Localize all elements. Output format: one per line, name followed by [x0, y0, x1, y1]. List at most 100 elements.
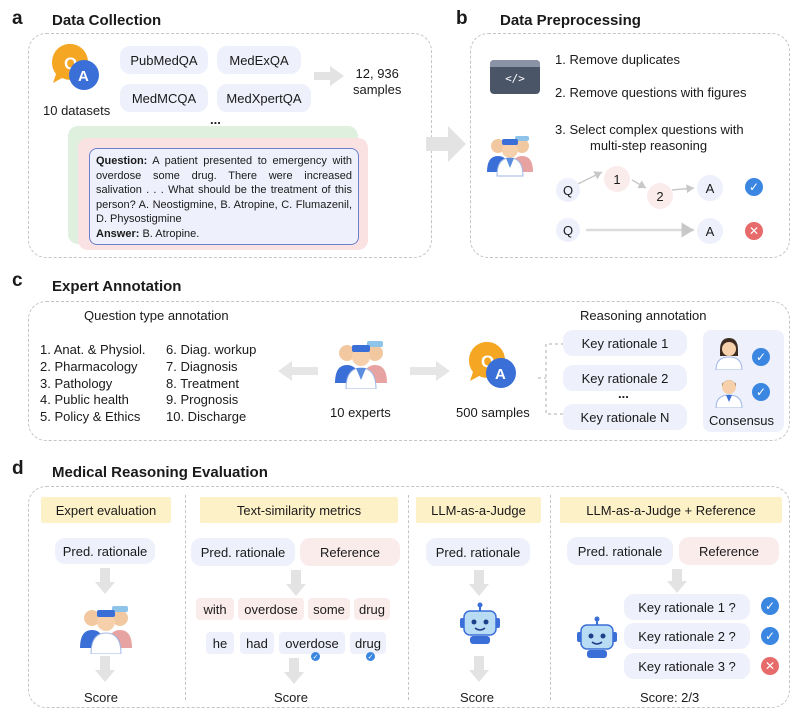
code-window-icon: </> — [490, 60, 540, 94]
down-arrow — [667, 569, 687, 593]
match-check-icon: ✓ — [366, 652, 375, 661]
dataset-pubmedqa: PubMedQA — [120, 46, 208, 74]
path-node-q: Q — [556, 178, 580, 202]
panel-title-a: Data Collection — [52, 12, 162, 29]
expert-annotation-panel — [28, 301, 790, 441]
textsim-score: Score — [274, 690, 308, 705]
judgeref-pred-rationale: Pred. rationale — [567, 537, 673, 565]
samples-500: 500 samples — [456, 405, 530, 420]
doctor-female-icon — [715, 338, 743, 370]
experts-icon-c — [335, 341, 387, 389]
panel-letter-d: d — [12, 458, 24, 479]
key-rationale-2: Key rationale 2 — [563, 365, 687, 391]
consensus-label: Consensus — [709, 413, 775, 428]
panel-letter-c: c — [12, 270, 23, 291]
consensus-check-2: ✓ — [752, 383, 770, 401]
question-text: A patient presented to emergency with ov… — [96, 155, 352, 225]
step-select-complex: 3. Select complex questions with — [555, 122, 744, 137]
down-arrow — [469, 656, 489, 682]
pred-word-matched: overdose — [279, 632, 345, 654]
experts-icon-d — [80, 606, 132, 654]
qtype-item: 6. Diag. workup — [166, 342, 257, 357]
arrow-experts-to-samples — [410, 361, 450, 381]
panel-title-d: Medical Reasoning Evaluation — [52, 464, 268, 481]
question-types-left: 1. Anat. & Physiol. 2. Pharmacology 3. P… — [40, 342, 146, 426]
check-icon: ✓ — [761, 627, 779, 645]
down-arrow — [284, 658, 304, 684]
text-similarity-header: Text-similarity metrics — [200, 497, 398, 523]
reasoning-path-diagram — [577, 171, 695, 238]
dataset-medxpertqa: MedXpertQA — [217, 84, 311, 112]
judge-key-rationale-1: Key rationale 1 ? — [624, 594, 750, 620]
down-arrow — [286, 570, 306, 596]
qtype-item: 1. Anat. & Physiol. — [40, 342, 146, 357]
samples-count: 12, 936 samples — [353, 66, 402, 97]
step-remove-figures: 2. Remove questions with figures — [555, 85, 747, 100]
panel-title-c: Expert Annotation — [52, 278, 182, 295]
key-rationale-1: Key rationale 1 — [563, 330, 687, 356]
dataset-medexqa: MedExQA — [217, 46, 301, 74]
qtype-item: 4. Public health — [40, 392, 129, 408]
ref-word: overdose — [238, 598, 304, 620]
answer-text: B. Atropine. — [139, 227, 200, 240]
doctor-male-icon — [715, 380, 743, 408]
judge-pred-rationale: Pred. rationale — [426, 538, 530, 566]
svg-text:A: A — [495, 366, 506, 383]
divider — [185, 495, 186, 700]
svg-text:A: A — [78, 68, 89, 85]
qtype-item: 8. Treatment — [166, 375, 239, 391]
judgeref-reference: Reference — [679, 537, 779, 565]
down-arrow — [469, 570, 489, 596]
dataset-medmcqa: MedMCQA — [120, 84, 208, 112]
llm-judge-header: LLM-as-a-Judge — [416, 497, 541, 523]
qa-icon: Q A — [51, 43, 99, 90]
more-rationales: ... — [618, 386, 629, 401]
rationale-bracket — [538, 343, 564, 415]
expert-pred-rationale: Pred. rationale — [55, 538, 155, 564]
key-rationale-n: Key rationale N — [563, 404, 687, 430]
experts-icon — [487, 136, 533, 177]
check-icon: ✓ — [745, 178, 763, 196]
qtype-item: 3. Pathology — [40, 375, 113, 391]
ref-word: with — [196, 598, 234, 620]
shortcut-node-a: A — [697, 218, 723, 244]
qtype-item: 2. Pharmacology — [40, 358, 138, 374]
arrow-a-to-b — [426, 126, 466, 162]
pred-word-matched: drug — [350, 632, 386, 654]
robot-icon — [460, 602, 500, 644]
example-question-card: Question: A patient presented to emergen… — [89, 148, 359, 245]
down-arrow — [95, 568, 115, 594]
pred-word: he — [206, 632, 234, 654]
pred-word: had — [240, 632, 274, 654]
experts-count: 10 experts — [330, 405, 391, 420]
arrow-to-samples — [314, 66, 344, 86]
datasets-count: 10 datasets — [43, 103, 111, 118]
down-arrow — [95, 656, 115, 682]
qa-icon-c: Q A — [468, 341, 516, 388]
ref-word: some — [308, 598, 350, 620]
textsim-reference: Reference — [300, 538, 400, 566]
shortcut-node-q: Q — [556, 218, 580, 242]
question-type-title: Question type annotation — [84, 308, 229, 323]
judgeref-score: Score: 2/3 — [640, 690, 700, 705]
match-check-icon: ✓ — [311, 652, 320, 661]
path-node-1: 1 — [604, 166, 630, 192]
cross-icon: ✕ — [761, 657, 779, 675]
check-icon: ✓ — [761, 597, 779, 615]
path-node-2: 2 — [647, 183, 673, 209]
qtype-item: 7. Diagnosis — [166, 358, 238, 374]
panel-letter-a: a — [12, 8, 23, 29]
judge-key-rationale-3: Key rationale 3 ? — [624, 653, 750, 679]
answer-label: Answer: — [96, 227, 140, 240]
more-datasets: ... — [210, 112, 221, 127]
cross-icon: ✕ — [745, 222, 763, 240]
question-label: Question: — [96, 155, 148, 167]
llm-judge-reference-header: LLM-as-a-Judge + Reference — [560, 497, 782, 523]
ref-word: drug — [354, 598, 390, 620]
divider — [408, 495, 409, 700]
panel-title-b: Data Preprocessing — [500, 12, 641, 29]
textsim-pred-rationale: Pred. rationale — [191, 538, 295, 566]
reasoning-annotation-title: Reasoning annotation — [580, 308, 707, 323]
arrow-experts-to-types — [278, 361, 318, 381]
judge-key-rationale-2: Key rationale 2 ? — [624, 623, 750, 649]
